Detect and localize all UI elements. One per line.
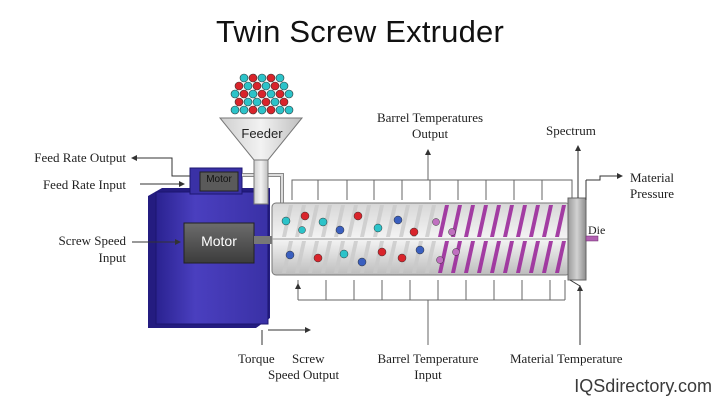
feeder-motor	[189, 167, 243, 195]
screw-flight	[321, 241, 332, 273]
screw-flight	[555, 205, 566, 237]
screw-flight	[347, 241, 358, 273]
leader-lines	[131, 145, 623, 345]
feeder-pellets	[230, 73, 294, 115]
barrel-temperatures-output-label-2: Output	[411, 126, 449, 141]
feeder-label: Feeder	[241, 126, 283, 141]
screw-flight	[464, 205, 475, 237]
screw-flight	[425, 205, 436, 237]
screw-flight	[503, 205, 514, 237]
screw-flight	[464, 241, 475, 273]
screw-flight	[477, 205, 488, 237]
brand-watermark: IQSdirectory.com	[574, 376, 712, 396]
barrel-temperature-input-lines	[295, 280, 566, 345]
screw-flight	[542, 241, 553, 273]
material-pressure-label-1: Material	[630, 170, 675, 185]
screw-flight	[438, 205, 449, 237]
screw-flight	[308, 205, 319, 237]
feeder-motor-label: Motor	[206, 174, 232, 185]
screw-speed-output-label-1: Screw	[292, 351, 325, 366]
barrel-temperature-input-label-2: Input	[414, 367, 442, 382]
spectrum-label: Spectrum	[546, 123, 596, 138]
die-label: Die	[588, 223, 606, 237]
feed-rate-output-label: Feed Rate Output	[34, 150, 126, 165]
die-plate	[567, 197, 587, 281]
screw-flight	[529, 205, 540, 237]
screw-flight	[386, 205, 397, 237]
screw-flight	[529, 241, 540, 273]
drive-shaft	[254, 236, 276, 244]
screw-flight	[425, 241, 436, 273]
screw-flight	[438, 241, 449, 273]
barrel-temperatures-output-label-1: Barrel Temperatures	[376, 110, 484, 125]
die-nozzle	[585, 235, 599, 242]
diagram-title: Twin Screw Extruder	[215, 14, 505, 49]
screw-flight	[295, 241, 306, 273]
barrel-pellets	[281, 211, 460, 267]
main-motor	[148, 188, 270, 328]
motor-label: Motor	[201, 233, 237, 249]
screw-speed-input-label-2: Input	[98, 250, 126, 265]
barrel-temperature-output-lines	[291, 149, 573, 200]
screw-flight	[334, 241, 345, 273]
screw-flight	[542, 205, 553, 237]
screw-speed-output-label-2: Speed Output	[268, 367, 340, 382]
screw-flight	[490, 241, 501, 273]
feed-rate-input-label: Feed Rate Input	[42, 177, 126, 192]
material-pressure-label-2: Pressure	[630, 186, 675, 201]
screw-flight	[477, 241, 488, 273]
screw-flight	[516, 205, 527, 237]
screw-flight	[386, 241, 397, 273]
screw-flight	[360, 205, 371, 237]
screw-flight	[308, 241, 319, 273]
feeder-hopper	[218, 117, 304, 205]
screw-flight	[399, 205, 410, 237]
screw-flight	[451, 241, 462, 273]
material-temperature-label: Material Temperature	[510, 351, 623, 366]
screw-flight	[516, 241, 527, 273]
screw-flight	[490, 205, 501, 237]
screw-flight	[503, 241, 514, 273]
screw-speed-input-label-1: Screw Speed	[58, 233, 126, 248]
torque-label: Torque	[238, 351, 275, 366]
screw-flight	[555, 241, 566, 273]
barrel-temperature-input-label-1: Barrel Temperature	[377, 351, 479, 366]
